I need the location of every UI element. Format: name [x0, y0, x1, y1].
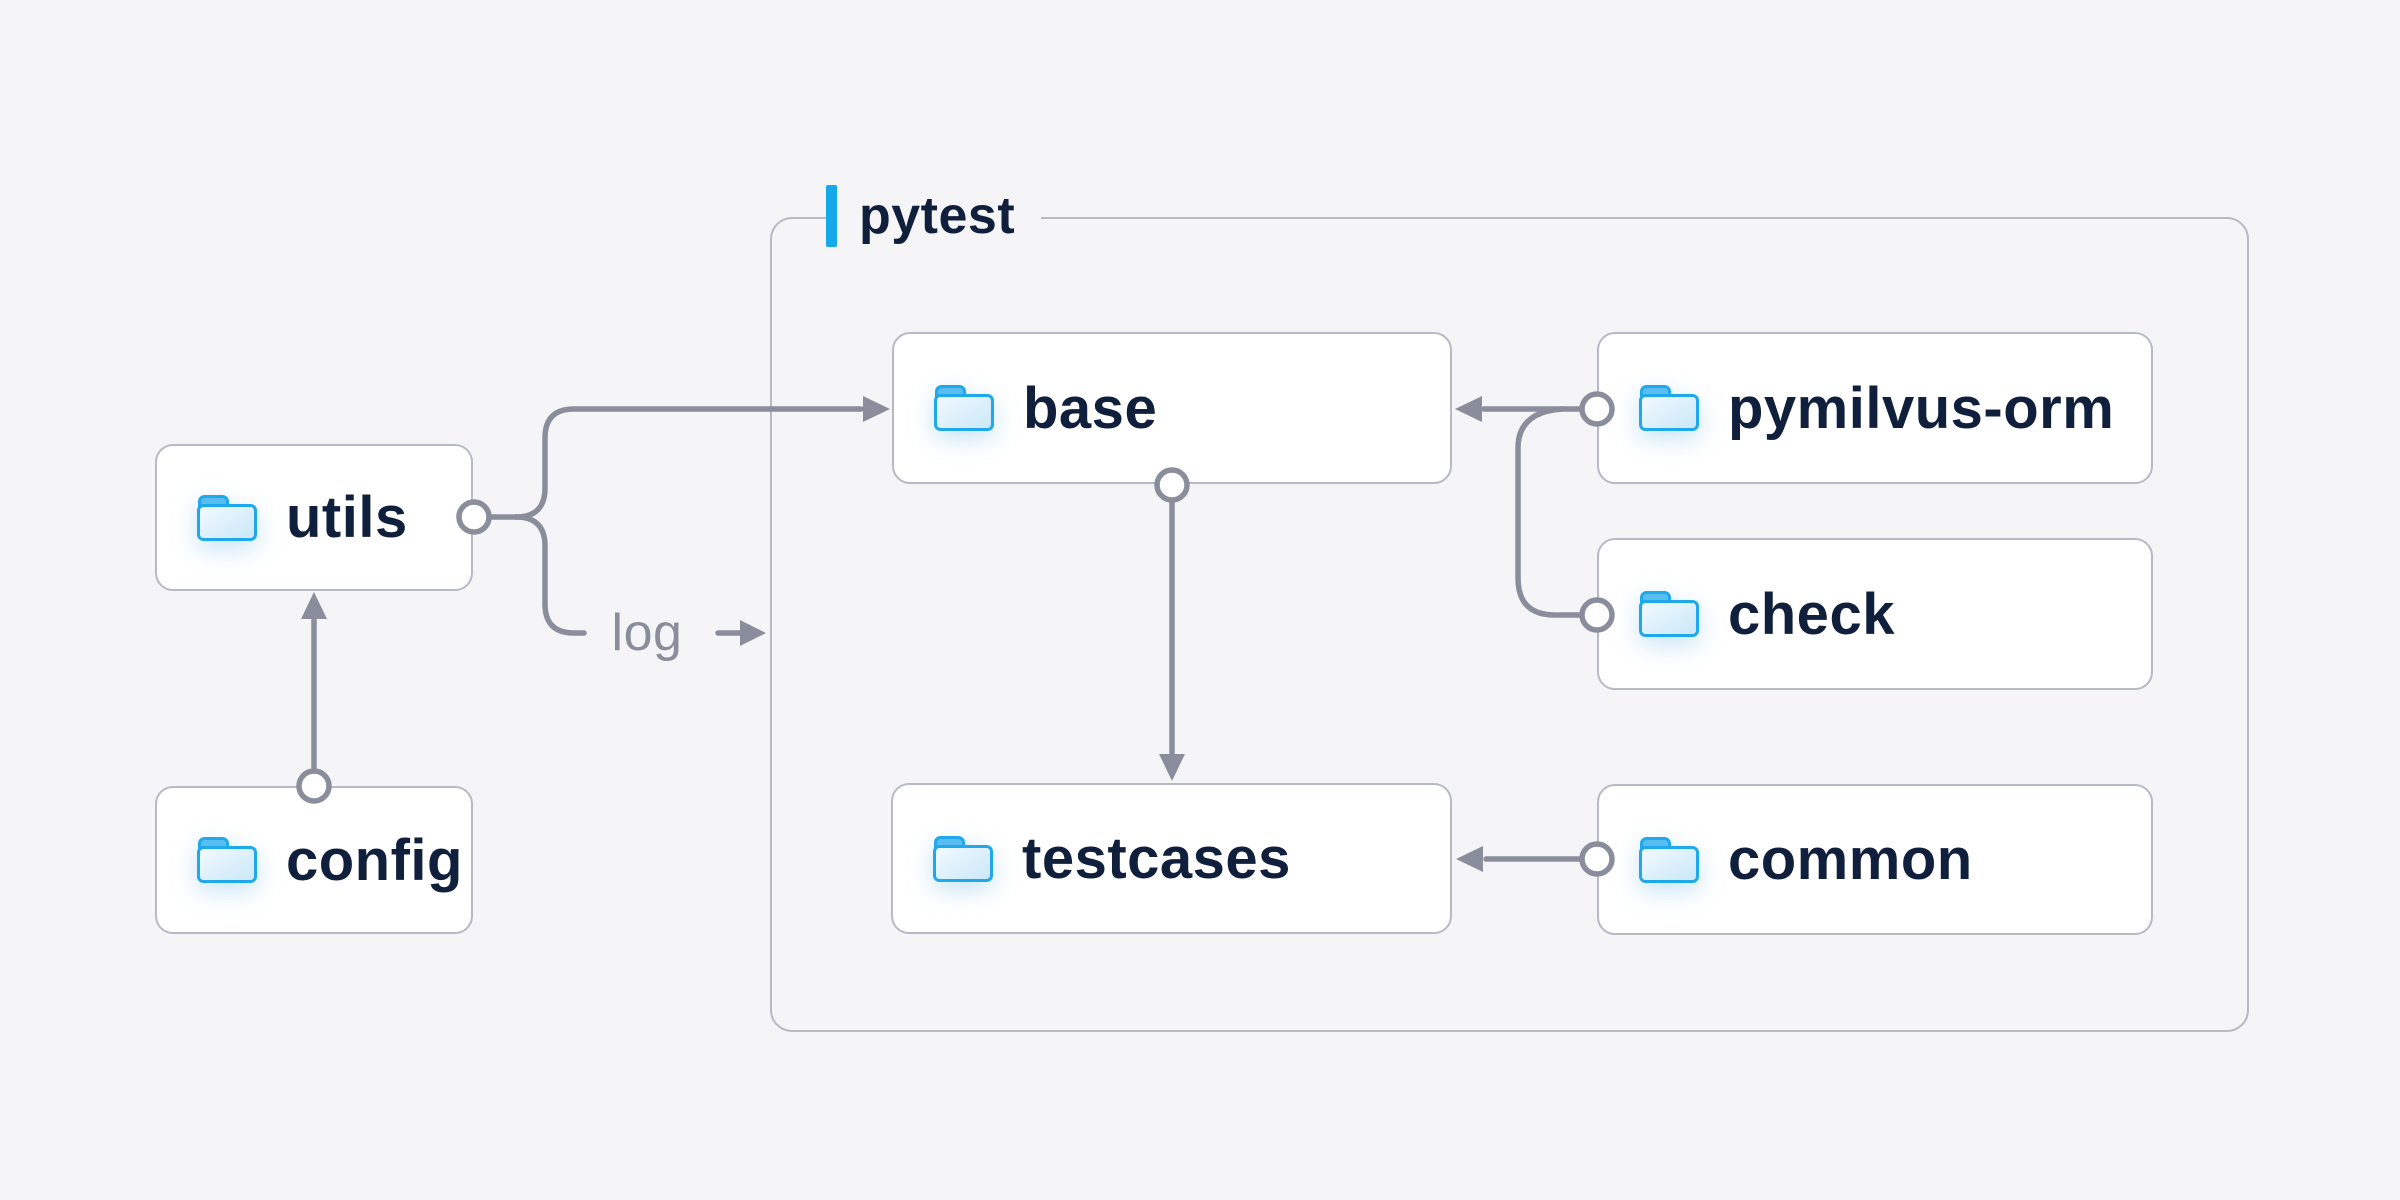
node-common: common [1597, 784, 2153, 935]
node-label: config [286, 827, 463, 893]
node-base: base [892, 332, 1452, 484]
node-testcases: testcases [891, 783, 1452, 934]
pytest-group-legend: pytest [826, 184, 1042, 248]
pytest-group-border [770, 217, 2249, 1032]
node-label: base [1023, 375, 1158, 441]
node-label: pymilvus-orm [1728, 375, 2115, 441]
node-config: config [155, 786, 473, 934]
node-label: common [1728, 827, 1973, 892]
folder-icon [197, 494, 257, 541]
edge-label-log: log [611, 604, 683, 662]
folder-icon [1639, 385, 1699, 431]
node-label: check [1728, 581, 1895, 647]
folder-icon [1639, 591, 1699, 637]
node-pymilvus-orm: pymilvus-orm [1597, 332, 2153, 484]
folder-icon [1639, 836, 1699, 883]
folder-icon [933, 835, 993, 882]
folder-icon [934, 385, 994, 431]
folder-icon [197, 837, 257, 883]
node-utils: utils [155, 444, 473, 591]
node-label: testcases [1022, 826, 1291, 891]
edge-utils-log [513, 514, 587, 636]
accent-bar-icon [826, 185, 837, 247]
group-title: pytest [859, 187, 1016, 245]
arrowhead-right-icon [740, 620, 766, 646]
node-label: utils [286, 485, 408, 550]
node-check: check [1597, 538, 2153, 690]
arrowhead-up-icon [301, 592, 327, 619]
